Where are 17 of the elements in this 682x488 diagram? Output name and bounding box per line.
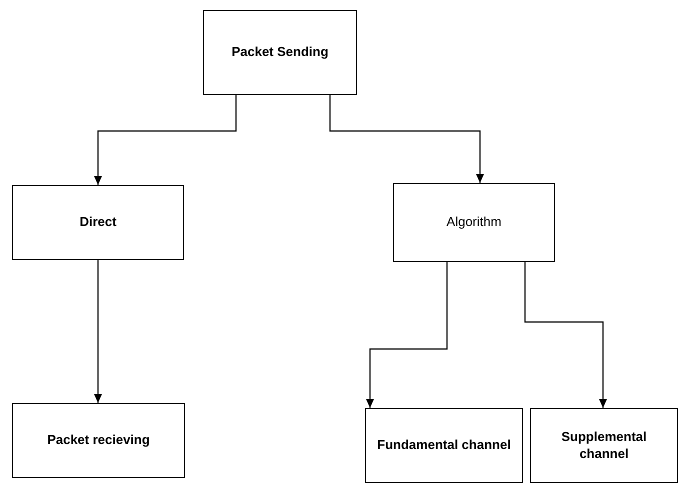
- box-label: Fundamental channel: [377, 437, 511, 454]
- box-label: Supplemental channel: [560, 429, 648, 462]
- arrow: [94, 260, 102, 403]
- process-box: [393, 183, 555, 262]
- box-label: Algorithm: [446, 214, 502, 231]
- process-box: [365, 408, 523, 483]
- box-label: Packet recieving: [47, 432, 150, 449]
- process-box: [12, 403, 185, 478]
- process-box: [203, 10, 357, 95]
- box-label: Packet Sending: [232, 44, 328, 61]
- arrow: [94, 95, 237, 185]
- process-box: [12, 185, 184, 260]
- process-box: [530, 408, 678, 483]
- arrow: [524, 262, 607, 408]
- arrow: [329, 95, 484, 183]
- arrow: [366, 262, 448, 408]
- box-label: Direct: [80, 214, 116, 231]
